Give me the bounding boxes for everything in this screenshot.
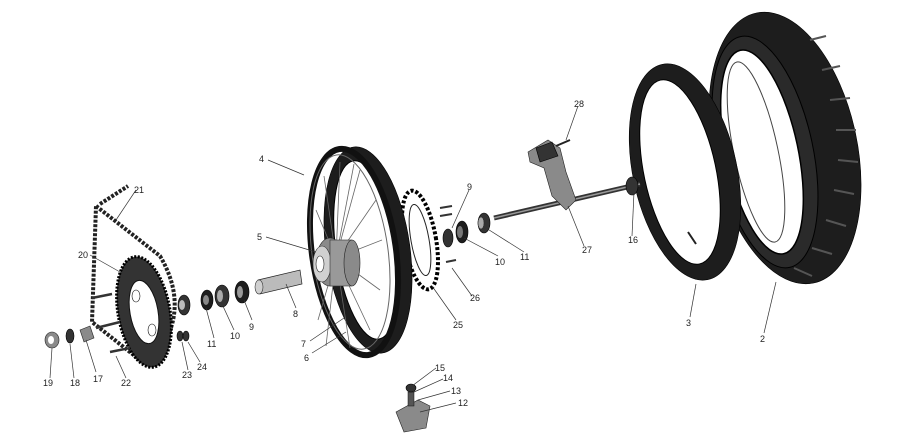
sprocket <box>115 255 173 369</box>
label-19: 19 <box>43 378 53 388</box>
label-20: 20 <box>78 250 88 260</box>
axle-spacer <box>254 269 303 295</box>
label-4: 4 <box>259 154 264 164</box>
label-22: 22 <box>121 378 131 388</box>
sprocket-fasteners <box>44 292 190 354</box>
label-6: 6 <box>304 353 309 363</box>
label-12: 12 <box>458 398 468 408</box>
leader-lines <box>49 105 777 413</box>
label-25: 25 <box>453 320 463 330</box>
right-spacers <box>439 205 491 263</box>
label-16: 16 <box>628 235 638 245</box>
label-17: 17 <box>93 374 103 384</box>
label-9a: 9 <box>249 322 254 332</box>
label-5: 5 <box>257 232 262 242</box>
label-28: 28 <box>574 99 584 109</box>
label-2: 2 <box>760 334 765 344</box>
label-10a: 10 <box>230 331 240 341</box>
label-7: 7 <box>301 339 306 349</box>
valve-assembly <box>395 383 431 433</box>
label-10b: 10 <box>495 257 505 267</box>
left-bearings <box>177 280 250 316</box>
label-3: 3 <box>686 318 691 328</box>
wheel-rim <box>306 145 413 359</box>
label-26: 26 <box>470 293 480 303</box>
label-14: 14 <box>443 373 453 383</box>
label-9b: 9 <box>467 182 472 192</box>
label-18: 18 <box>70 378 80 388</box>
label-23: 23 <box>182 370 192 380</box>
part-labels: 2 3 4 5 6 7 8 9 9 10 10 11 11 12 13 14 1… <box>43 99 765 408</box>
label-11a: 11 <box>207 339 216 349</box>
label-27: 27 <box>582 245 592 255</box>
inner-tube <box>628 63 742 281</box>
label-8: 8 <box>293 309 298 319</box>
label-24: 24 <box>197 362 207 372</box>
chain-adjuster <box>527 139 577 211</box>
label-15: 15 <box>435 363 445 373</box>
label-13: 13 <box>451 386 461 396</box>
label-21: 21 <box>134 185 144 195</box>
label-11b: 11 <box>520 252 529 262</box>
